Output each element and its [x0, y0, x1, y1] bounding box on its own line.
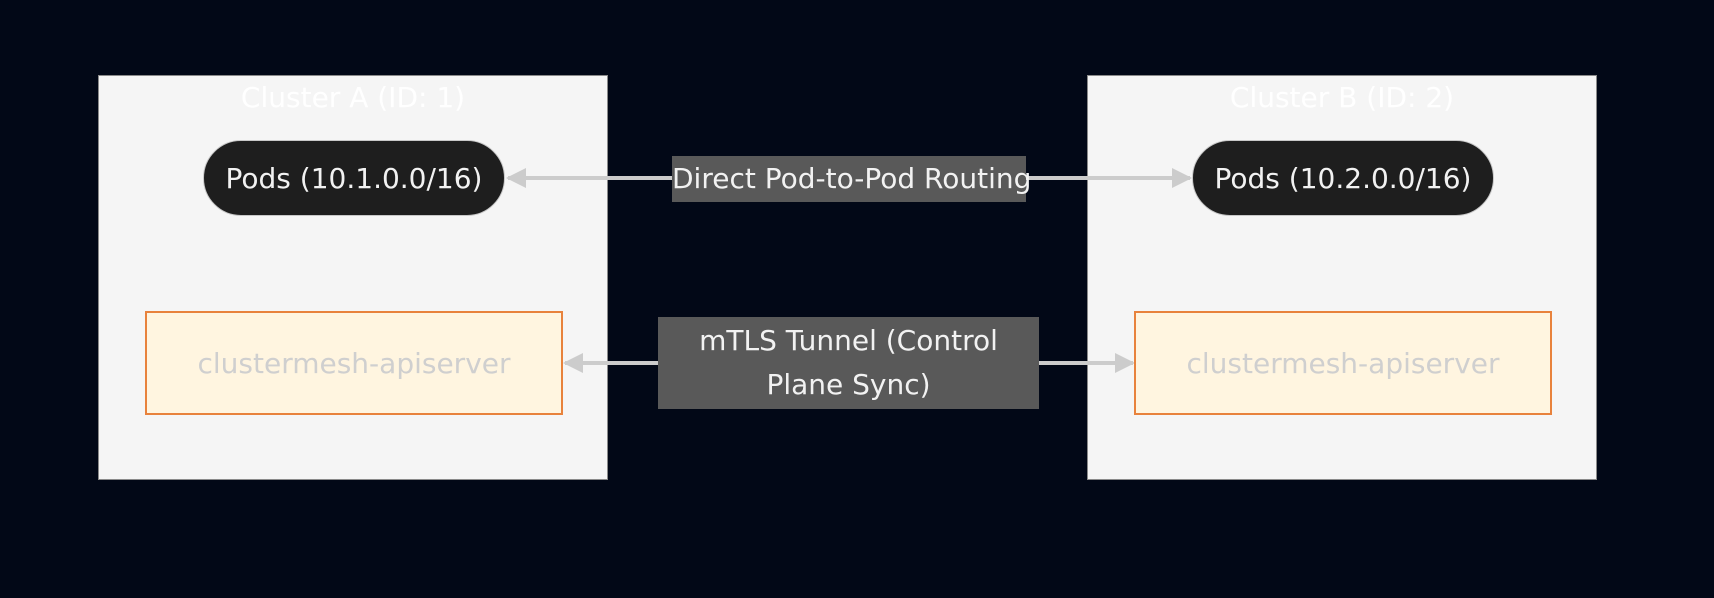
cluster-b-pods-node: Pods (10.2.0.0/16) [1192, 140, 1494, 216]
cluster-a-title: Cluster A (ID: 1) [240, 81, 466, 114]
cluster-b-title: Cluster B (ID: 2) [1229, 81, 1455, 114]
cluster-b-apiserver-node: clustermesh-apiserver [1134, 311, 1552, 415]
tunnel-edge-label: mTLS Tunnel (Control Plane Sync) [658, 317, 1039, 409]
routing-edge-label: Direct Pod-to-Pod Routing [672, 156, 1031, 202]
tunnel-label-line-2: Plane Sync) [766, 368, 931, 401]
cluster-a-pods-node: Pods (10.1.0.0/16) [203, 140, 505, 216]
tunnel-label-line-1: mTLS Tunnel (Control [699, 324, 998, 357]
cluster-a-apiserver-node: clustermesh-apiserver [145, 311, 563, 415]
